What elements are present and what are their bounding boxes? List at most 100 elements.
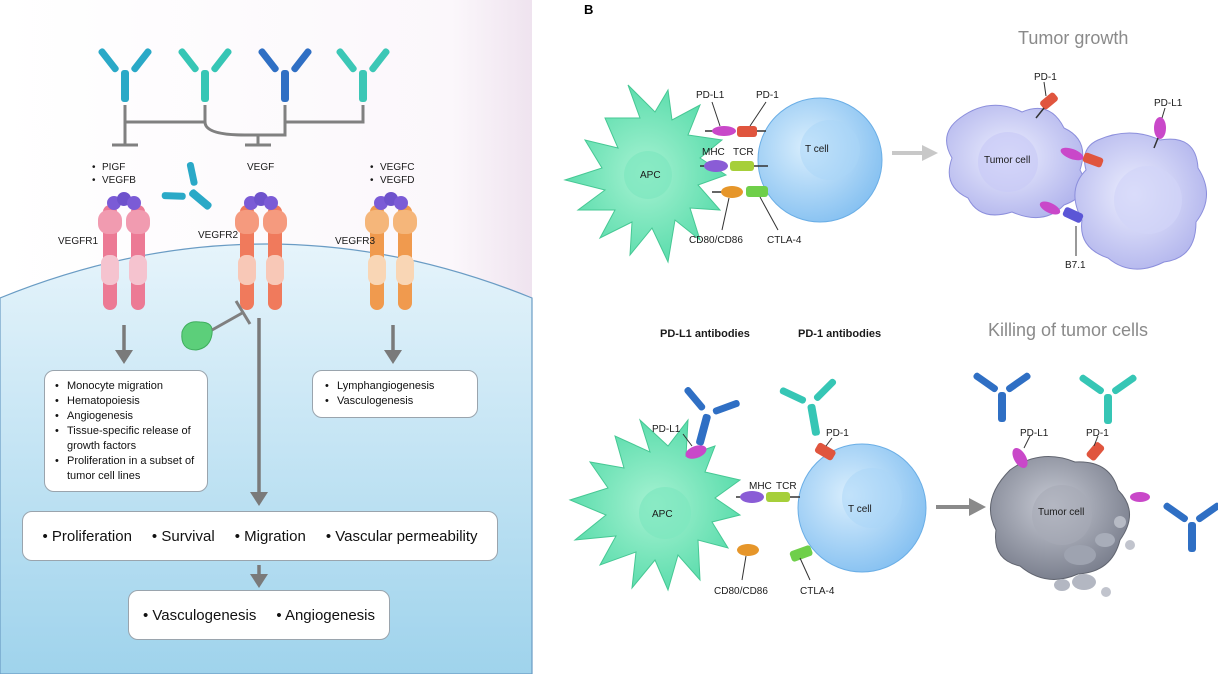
inhibitor-arrow: [211, 300, 252, 332]
vegfr3-effects-box: Lymphangiogenesis Vasculogenesis: [312, 370, 478, 418]
free-antibody-icon: [161, 161, 212, 210]
ctla4-label-top: CTLA-4: [767, 235, 802, 246]
b71-label: B7.1: [1065, 260, 1086, 271]
arrowhead: [922, 145, 938, 161]
pd1-tumor-label-bottom: PD-1: [1086, 428, 1109, 439]
receptor-label-vegfr3: VEGFR3: [335, 236, 375, 247]
label-leaders-top: [711, 101, 779, 231]
free-antibody-icon: [973, 372, 1031, 422]
apc-cell-top: [563, 84, 728, 264]
inhibition-bracket: [112, 105, 365, 147]
pigf-ligand: [107, 192, 141, 210]
bullet-glyph: •: [370, 175, 374, 186]
ligand-label-vegfb: VEGFB: [102, 175, 136, 186]
vegfr3-effects-list: Lymphangiogenesis Vasculogenesis: [325, 379, 465, 409]
pdl1-on-dead-tumor: [1012, 448, 1150, 502]
ctla4-bottom: [789, 545, 813, 562]
antibody-icon: [258, 48, 312, 102]
tumor-cell-top-left: [946, 104, 1085, 219]
pd1-on-dead-tumor: [1086, 442, 1105, 461]
tumor-cell-label-bottom: Tumor cell: [1038, 507, 1084, 518]
pd1-antibody-bound-icon: [779, 378, 837, 436]
antibody-icon: [178, 48, 232, 102]
effect-proliferation: Proliferation: [32, 528, 141, 545]
pdl1-tumor-label-top: PD-L1: [1154, 98, 1183, 109]
ligand-label-vegfc: VEGFC: [380, 162, 414, 173]
vegfr1-effects-list: Monocyte migration Hematopoiesis Angioge…: [55, 379, 197, 484]
tcell-top: [757, 97, 883, 223]
effect-item: Tissue-specific release of growth factor…: [55, 424, 197, 454]
vegfr2-effects-box: Proliferation Survival Migration Vascula…: [22, 511, 498, 561]
dying-tumor-cell: [989, 456, 1135, 597]
apc-cell-bottom: [568, 418, 742, 592]
pd1-bottom-tcell: [814, 442, 836, 461]
tumor-cell-label-top: Tumor cell: [984, 155, 1030, 166]
pd1-tumor-label-top: PD-1: [1034, 72, 1057, 83]
bullet-glyph: •: [92, 162, 96, 173]
pdl1-pd1-pair-top: [705, 126, 766, 137]
leader-line: [1161, 107, 1166, 119]
antibody-icon: [98, 48, 152, 102]
tumor-cell-top-right: [1074, 132, 1207, 270]
leader-line: [1043, 81, 1047, 97]
mhc-label-bottom: MHC: [749, 481, 772, 492]
mhc-tcr-pair-top: [700, 160, 768, 172]
label-leaders-bottom: [682, 433, 833, 581]
effect-item: Lymphangiogenesis: [325, 379, 465, 394]
effect-migration: Migration: [225, 528, 316, 545]
effect-angiogenesis: Angiogenesis: [266, 607, 385, 624]
receptor-label-vegfr2: VEGFR2: [198, 230, 238, 241]
tcr-label-bottom: TCR: [776, 481, 797, 492]
effect-item: Angiogenesis: [55, 409, 197, 424]
effect-vascular-permeability: Vascular permeability: [316, 528, 488, 545]
free-antibody-icon: [1163, 502, 1218, 552]
arrowheads: [115, 350, 402, 588]
receptor-label-vegfr1: VEGFR1: [58, 236, 98, 247]
vegfr3-receptor: [365, 205, 417, 310]
cd80-label-top: CD80/CD86: [689, 235, 743, 246]
tumor-growth-title: Tumor growth: [1018, 28, 1128, 48]
effect-item: Hematopoiesis: [55, 394, 197, 409]
ctla4-label-bottom: CTLA-4: [800, 586, 835, 597]
inhibitor-molecule-icon: [181, 321, 213, 351]
tcell-label-top: T cell: [805, 144, 829, 155]
pdl1-label-bottom: PD-L1: [652, 424, 681, 435]
pdl1-tumor-label-bottom: PD-L1: [1020, 428, 1049, 439]
bullet-glyph: •: [92, 175, 96, 186]
panel-b-letter: B: [584, 2, 594, 17]
pdl1-antibodies-label: PD-L1 antibodies: [660, 328, 750, 340]
vegfc-ligand: [374, 192, 408, 210]
bullet-glyph: •: [370, 162, 374, 173]
tcell-bottom: [797, 443, 927, 573]
arrowhead: [969, 498, 986, 516]
pdl1-bottom-apc: [685, 445, 707, 459]
effect-vasculogenesis: Vasculogenesis: [133, 607, 266, 624]
ligand-label-vegf: VEGF: [247, 162, 274, 173]
vegfr1-effects-box: Monocyte migration Hematopoiesis Angioge…: [44, 370, 208, 492]
b71-pair: [1039, 201, 1084, 223]
pd1-label-bottom: PD-1: [826, 428, 849, 439]
free-antibody-icon: [1079, 374, 1137, 424]
pdl1-antibody-bound-icon: [684, 387, 740, 446]
cd80-ctla4-pair-top: [712, 186, 768, 198]
vegfr2-receptor: [235, 205, 287, 310]
effect-item: Vasculogenesis: [325, 394, 465, 409]
ligand-label-vegfd: VEGFD: [380, 175, 414, 186]
pd1-antibodies-label: PD-1 antibodies: [798, 328, 881, 340]
effect-item: Proliferation in a subset of tumor cell …: [55, 454, 197, 484]
ligand-label-pigf: PIGF: [102, 162, 125, 173]
pdl1-pd1-tumor-pair: [1060, 147, 1104, 168]
pdl1-label-top: PD-L1: [696, 90, 725, 101]
vegf-ligand: [244, 192, 278, 210]
leader-line: [1093, 435, 1099, 447]
leader-line: [1023, 435, 1031, 449]
tcell-label-bottom: T cell: [848, 504, 872, 515]
apc-label-bottom: APC: [652, 509, 673, 520]
final-effects-box: Vasculogenesis Angiogenesis: [128, 590, 390, 640]
mhc-tcr-pair-bottom: [736, 491, 800, 503]
cd80-label-bottom: CD80/CD86: [714, 586, 768, 597]
pd1-on-tumor-top: [1035, 92, 1058, 119]
antibody-icon: [336, 48, 390, 102]
vegfr1-receptor: [98, 205, 150, 310]
